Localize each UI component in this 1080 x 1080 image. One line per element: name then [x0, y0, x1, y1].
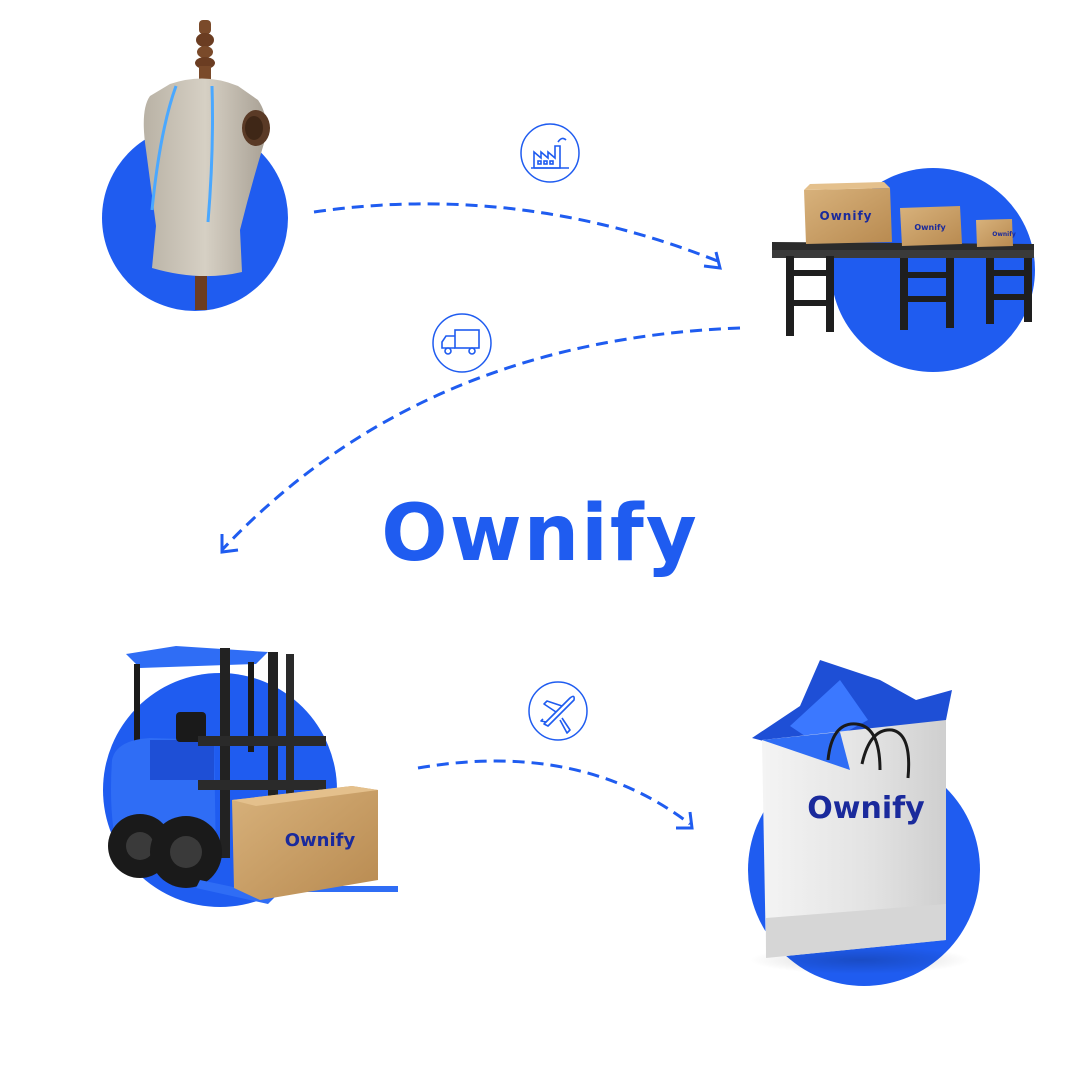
production-box-large: Ownify: [804, 182, 892, 244]
conveyor-belt-icon: Ownify Ownify Ownify: [772, 182, 1034, 336]
factory-icon: [520, 123, 580, 183]
shopping-bag-icon: Ownify: [752, 660, 952, 958]
stage-delivery: Ownify: [748, 660, 980, 986]
mannequin-icon: [143, 20, 270, 310]
production-box-label-3: Ownify: [992, 231, 1016, 238]
bag-label: Ownify: [807, 791, 925, 826]
warehouse-box: Ownify: [232, 786, 378, 900]
airplane-icon: [528, 681, 588, 741]
stage-design: [102, 20, 288, 311]
stage-warehouse: Ownify: [103, 646, 398, 907]
truck-icon: [432, 313, 492, 373]
production-box-small: Ownify: [976, 219, 1016, 247]
dashed-arrow-1: [313, 202, 721, 264]
transition-production-to-warehouse: [220, 313, 741, 554]
production-box-label-2: Ownify: [914, 223, 946, 232]
brand-wordmark: Ownify: [381, 489, 698, 579]
production-box-medium: Ownify: [900, 206, 962, 246]
warehouse-box-label: Ownify: [285, 830, 356, 851]
transition-warehouse-to-delivery: [417, 681, 694, 830]
production-box-label-1: Ownify: [820, 209, 873, 223]
dashed-arrow-2: [220, 326, 741, 552]
stage-production: Ownify Ownify Ownify: [772, 168, 1035, 372]
forklift-icon: Ownify: [108, 646, 398, 904]
transition-design-to-production: [313, 123, 722, 270]
dashed-arrow-3: [417, 759, 691, 826]
